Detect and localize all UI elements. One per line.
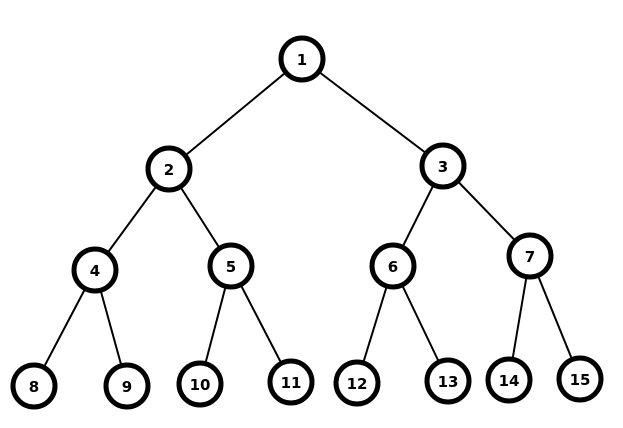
node-circle (145, 145, 193, 193)
node-label: 9 (122, 378, 132, 396)
edge-layer (33, 58, 581, 387)
node-circle (207, 242, 255, 290)
node-circle (278, 35, 326, 83)
node-circle (556, 355, 604, 403)
node-circle (267, 358, 315, 406)
tree-node-10: 10 (176, 360, 224, 408)
node-label: 1 (297, 51, 307, 69)
tree-node-5: 5 (207, 242, 255, 290)
node-circle (506, 232, 554, 280)
node-circle (71, 246, 119, 294)
node-label: 5 (226, 258, 236, 276)
tree-node-7: 7 (506, 232, 554, 280)
node-label: 12 (347, 375, 368, 393)
node-label: 8 (29, 378, 39, 396)
node-label: 6 (388, 258, 398, 276)
tree-node-13: 13 (424, 357, 472, 405)
edge-1-2 (168, 58, 303, 170)
tree-node-6: 6 (369, 242, 417, 290)
tree-node-12: 12 (333, 359, 381, 407)
tree-node-1: 1 (278, 35, 326, 83)
tree-node-3: 3 (419, 142, 467, 190)
node-circle (10, 362, 58, 410)
node-circle (424, 357, 472, 405)
node-circle (419, 142, 467, 190)
node-label: 15 (570, 371, 591, 389)
edge-1-3 (301, 58, 444, 167)
tree-node-11: 11 (267, 358, 315, 406)
node-circle (103, 362, 151, 410)
tree-node-8: 8 (10, 362, 58, 410)
tree-node-9: 9 (103, 362, 151, 410)
node-label: 13 (438, 373, 459, 391)
node-label: 4 (90, 262, 100, 280)
node-label: 3 (438, 158, 448, 176)
node-circle (369, 242, 417, 290)
node-circle (176, 360, 224, 408)
tree-node-15: 15 (556, 355, 604, 403)
node-label: 2 (164, 161, 174, 179)
node-circle (485, 356, 533, 404)
tree-node-2: 2 (145, 145, 193, 193)
node-circle (333, 359, 381, 407)
tree-node-14: 14 (485, 356, 533, 404)
node-label: 10 (190, 376, 211, 394)
tree-node-4: 4 (71, 246, 119, 294)
node-label: 7 (525, 248, 535, 266)
node-label: 11 (281, 374, 302, 392)
node-label: 14 (499, 372, 520, 390)
